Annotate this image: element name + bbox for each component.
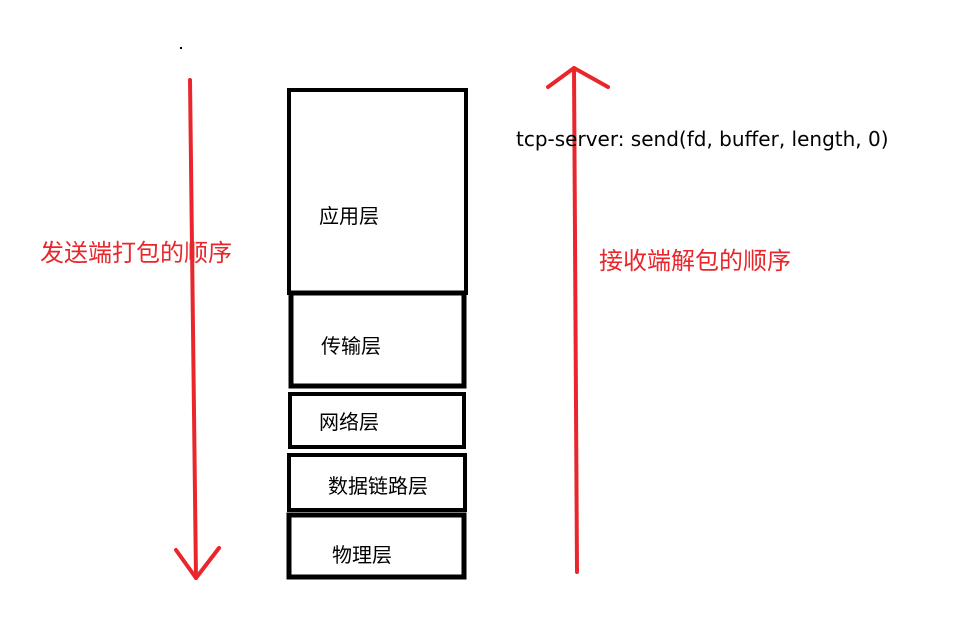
- network-layer-box: [288, 392, 466, 449]
- stray-dot: [180, 47, 182, 49]
- physical-layer-label: 物理层: [332, 543, 392, 567]
- network-layer-label: 网络层: [319, 410, 379, 434]
- receiver-order-label: 接收端解包的顺序: [599, 247, 791, 275]
- receiver-arrow-head: [546, 66, 610, 89]
- data-link-layer-box: [287, 453, 467, 512]
- application-layer-label: 应用层: [319, 204, 379, 228]
- application-layer-box: [287, 88, 468, 295]
- transport-layer-label: 传输层: [321, 334, 381, 358]
- sender-arrow: [174, 78, 221, 580]
- transport-layer-box: [288, 290, 467, 389]
- sender-arrow-shaft: [188, 78, 198, 580]
- layer-stack: 应用层 传输层 网络层 数据链路层 物理层: [286, 88, 468, 580]
- receiver-arrow-shaft: [572, 66, 579, 574]
- sender-order-label: 发送端打包的顺序: [40, 239, 232, 267]
- physical-layer-box: [286, 512, 467, 580]
- tcp-server-send-call: tcp-server: send(fd, buffer, length, 0): [516, 127, 889, 151]
- sender-arrow-head: [174, 546, 221, 580]
- data-link-layer-label: 数据链路层: [328, 474, 428, 498]
- receiver-arrow: [546, 66, 610, 574]
